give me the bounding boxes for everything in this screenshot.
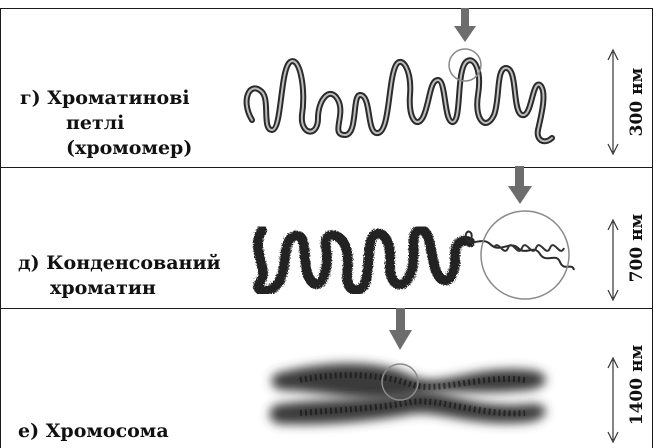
label-line: д) Конденсований <box>18 251 221 276</box>
label-chromosome: е) Хромосома <box>18 419 169 444</box>
scale-label-300: 300 нм <box>627 62 647 142</box>
scale-label-1400: 1400 нм <box>627 340 647 430</box>
label-line: (хромомер) <box>20 136 192 161</box>
label-line: г) Хроматинові <box>20 86 192 111</box>
label-condensed-chromatin: д) Конденсований хроматин <box>18 251 221 301</box>
label-chromatin-loops: г) Хроматинові петлі (хромомер) <box>20 86 192 161</box>
label-line: е) Хромосома <box>18 419 169 444</box>
label-line: петлі <box>20 111 192 136</box>
scale-label-700: 700 нм <box>627 208 647 288</box>
label-line: хроматин <box>18 276 221 301</box>
